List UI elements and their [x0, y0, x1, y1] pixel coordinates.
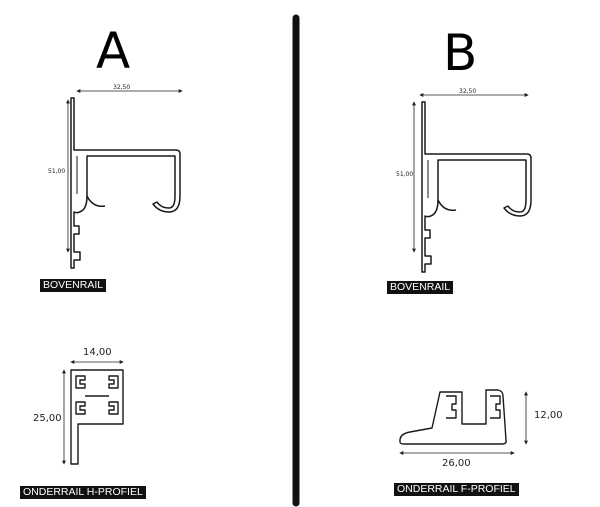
bovenrail-b-width-value: 32,50	[459, 88, 477, 95]
onderrail-f-height-value: 12,00	[534, 410, 563, 421]
bovenrail-b-height-value: 51,00	[396, 171, 414, 178]
panel-b-letter: B	[443, 24, 478, 82]
panel-a-letter: A	[96, 22, 131, 80]
onderrail-f-width-value: 26,00	[442, 458, 471, 469]
onderrail-h-profile	[70, 369, 124, 465]
onderrail-h-label: ONDERRAIL H-PROFIEL	[20, 486, 146, 499]
bovenrail-a-width-value: 32,50	[113, 84, 131, 91]
bovenrail-b-profile	[421, 101, 532, 273]
bovenrail-a-height-value: 51,00	[48, 168, 66, 175]
onderrail-h-height-value: 25,00	[33, 413, 62, 424]
bovenrail-a-profile	[70, 97, 181, 269]
bovenrail-b-label: BOVENRAIL	[387, 281, 454, 294]
onderrail-h-width-value: 14,00	[83, 347, 112, 358]
onderrail-f-label: ONDERRAIL F-PROFIEL	[394, 483, 519, 496]
onderrail-f-profile	[399, 389, 507, 445]
bovenrail-a-label: BOVENRAIL	[40, 279, 107, 292]
